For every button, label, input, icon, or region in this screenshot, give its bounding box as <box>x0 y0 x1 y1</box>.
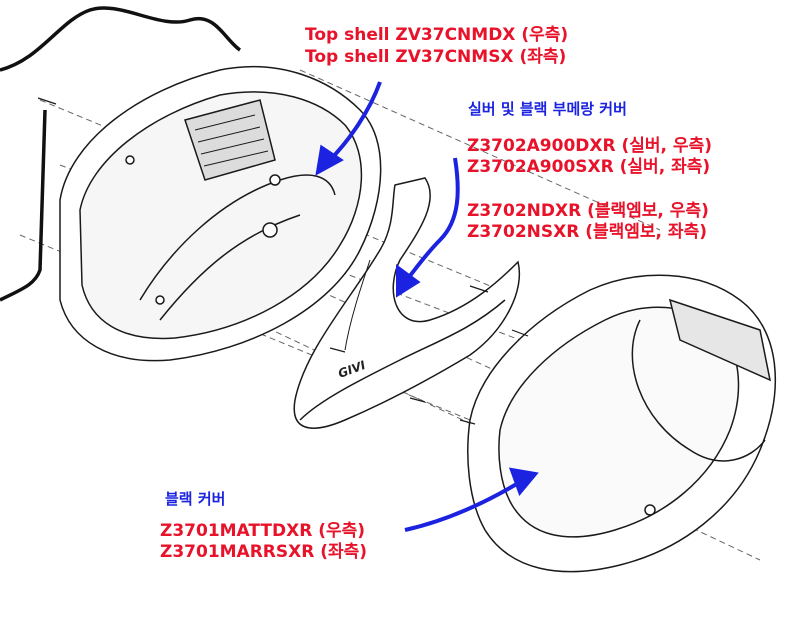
black-cover-title: 블랙 커버 <box>165 490 226 508</box>
boomerang-cover-part <box>293 177 520 429</box>
top-shell-left-label: Top shell ZV37CNMSX (좌측) <box>305 47 567 67</box>
black-emboss-right-label: Z3702NDXR (블랙엠보, 우측) <box>467 201 709 221</box>
callout-arrow-icon <box>508 467 539 496</box>
top-shell-part <box>59 66 382 362</box>
gasket-seal <box>0 6 242 302</box>
callout-arrow-icon <box>396 264 421 298</box>
black-cover-left-label: Z3701MARRSXR (좌측) <box>160 542 368 562</box>
callout-arrows <box>315 81 539 532</box>
silver-black-cover-title: 실버 및 블랙 부메랑 커버 <box>468 100 627 118</box>
callout-arrow-icon <box>404 480 522 532</box>
black-emboss-left-label: Z3702NSXR (블랙엠보, 좌측) <box>467 222 707 242</box>
top-shell-right-label: Top shell ZV37CNMDX (우측) <box>305 25 569 45</box>
callout-arrow-icon <box>315 144 344 176</box>
silver-right-label: Z3702A900DXR (실버, 우측) <box>467 136 712 156</box>
silver-left-label: Z3702A900SXR (실버, 좌측) <box>467 157 711 177</box>
black-cover-part <box>467 274 776 573</box>
black-cover-right-label: Z3701MATTDXR (우측) <box>160 521 366 541</box>
callout-arrow-icon <box>403 157 460 284</box>
screws <box>37 97 529 425</box>
